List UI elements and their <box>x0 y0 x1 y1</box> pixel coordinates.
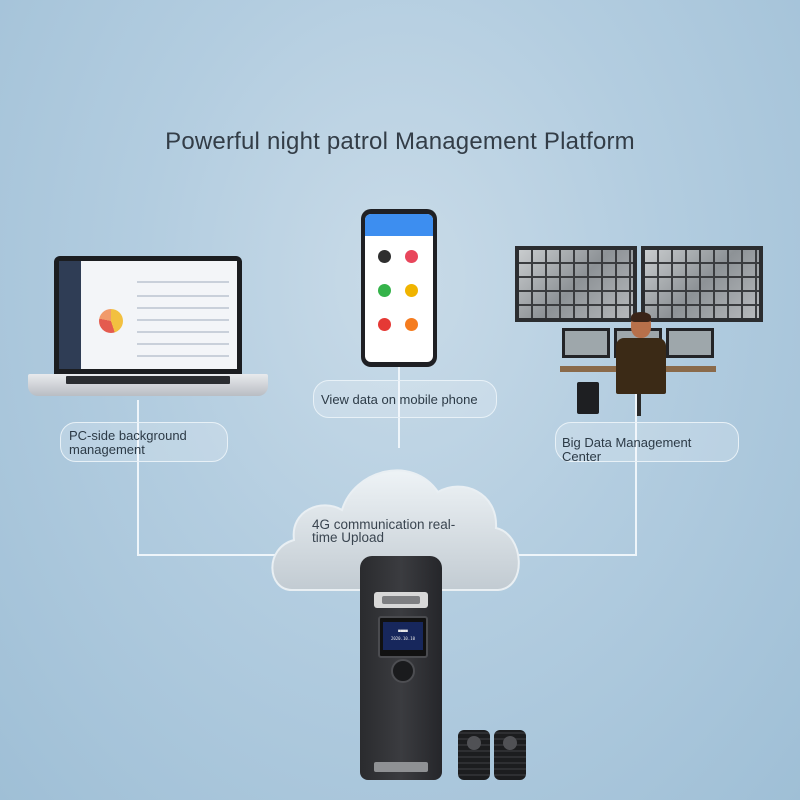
page-title: Powerful night patrol Management Platfor… <box>165 128 635 155</box>
mobile-label: View data on mobile phone <box>313 380 497 418</box>
cloud-label-line1: 4G communication real- <box>312 517 456 532</box>
smartphone-icon <box>361 209 437 367</box>
bigdata-label: Big Data Management Center <box>555 422 739 464</box>
cloud-label-line2: time Upload <box>312 530 385 545</box>
patrol-device-icon: ■■■■ 2020.10.10 <box>360 556 442 780</box>
cloud-label: 4G communication real- time Upload <box>312 517 482 545</box>
cloud-icon <box>271 469 520 591</box>
laptop-icon <box>28 256 268 402</box>
pc-label-line1: PC-side background <box>69 428 187 443</box>
bigdata-label-text: Big Data Management Center <box>562 435 692 464</box>
pc-management-label: PC-side background management <box>60 422 228 462</box>
pc-label-line2: management <box>69 442 145 457</box>
mobile-label-text: View data on mobile phone <box>321 392 478 407</box>
